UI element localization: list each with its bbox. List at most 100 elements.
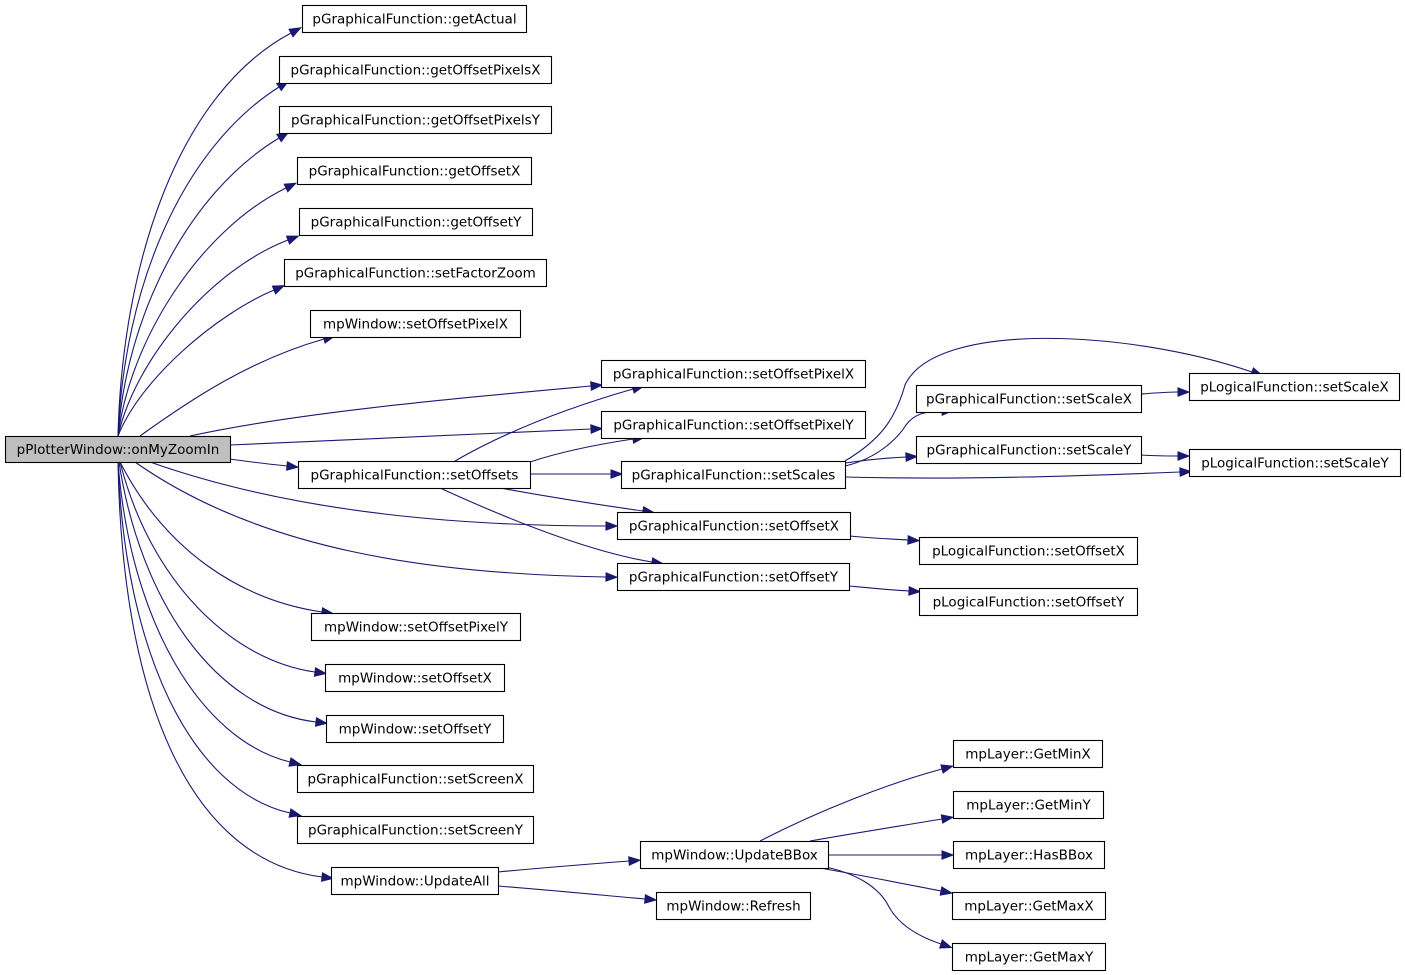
- node-p-graphical-function-set-scales[interactable]: pGraphicalFunction::setScales: [620, 460, 847, 490]
- node-box: [298, 207, 534, 237]
- node-mp-window-update-all[interactable]: mpWindow::UpdateAll: [330, 866, 500, 896]
- node-p-graphical-function-set-factor-zoom[interactable]: pGraphicalFunction::setFactorZoom: [283, 258, 548, 288]
- node-box: [296, 815, 535, 845]
- edge-line: [497, 860, 630, 873]
- arrowhead: [939, 939, 953, 949]
- edge-p-plotter-window-on-my-zoom-in-to-p-graphical-function-get-actual: [117, 27, 302, 437]
- node-p-logical-function-set-scale-y[interactable]: pLogicalFunction::setScaleY: [1188, 448, 1402, 478]
- edge-p-graphical-function-set-scale-x-to-p-logical-function-set-scale-x: [1140, 387, 1191, 397]
- node-mp-layer-get-min-y[interactable]: mpLayer::GetMinY: [952, 790, 1105, 820]
- edge-p-plotter-window-on-my-zoom-in-to-p-graphical-function-get-offset-x: [117, 182, 298, 437]
- node-p-graphical-function-set-offsets[interactable]: pGraphicalFunction::setOffsets: [297, 460, 532, 490]
- node-mp-window-set-offset-pixel-y[interactable]: mpWindow::setOffsetPixelY: [310, 612, 522, 642]
- node-box: [952, 840, 1106, 870]
- node-mp-layer-get-max-x[interactable]: mpLayer::GetMaxX: [951, 891, 1107, 921]
- node-mp-window-set-offset-x[interactable]: mpWindow::setOffsetX: [324, 663, 506, 693]
- edge-line: [499, 487, 644, 512]
- node-mp-layer-get-max-y[interactable]: mpLayer::GetMaxY: [951, 942, 1107, 972]
- edge-line: [844, 337, 1253, 462]
- node-box: [639, 840, 830, 870]
- edge-line: [819, 865, 942, 945]
- node-label: mpWindow::Refresh: [666, 899, 800, 915]
- node-label: pGraphicalFunction::getOffsetPixelsX: [291, 63, 541, 79]
- node-mp-layer-get-min-x[interactable]: mpLayer::GetMinX: [952, 739, 1104, 769]
- edge-p-plotter-window-on-my-zoom-in-to-p-graphical-function-get-offset-pixels-x: [117, 80, 290, 437]
- arrowhead: [605, 521, 619, 531]
- node-label: mpLayer::GetMinX: [965, 747, 1090, 763]
- node-p-graphical-function-set-screen-y[interactable]: pGraphicalFunction::setScreenY: [296, 815, 535, 845]
- node-p-graphical-function-set-screen-x[interactable]: pGraphicalFunction::setScreenX: [296, 764, 535, 794]
- node-p-graphical-function-set-offset-pixel-x[interactable]: pGraphicalFunction::setOffsetPixelX: [600, 359, 867, 389]
- node-mp-layer-has-bbox[interactable]: mpLayer::HasBBox: [952, 840, 1106, 870]
- edge-p-graphical-function-set-scales-to-p-logical-function-set-scale-y: [844, 467, 1193, 479]
- node-p-graphical-function-set-scale-y[interactable]: pGraphicalFunction::setScaleY: [915, 435, 1143, 465]
- edge-line: [117, 461, 291, 814]
- arrowhead: [320, 872, 335, 882]
- edge-p-plotter-window-on-my-zoom-in-to-mp-window-set-offset-y: [118, 461, 329, 727]
- node-box: [324, 663, 506, 693]
- node-box: [296, 156, 533, 186]
- arrowhead: [907, 535, 921, 545]
- node-box: [278, 105, 553, 135]
- arrowhead: [288, 808, 303, 818]
- node-p-graphical-function-get-offset-pixels-y[interactable]: pGraphicalFunction::getOffsetPixelsY: [278, 105, 553, 135]
- node-label: pGraphicalFunction::getOffsetY: [311, 215, 522, 231]
- node-p-logical-function-set-scale-x[interactable]: pLogicalFunction::setScaleX: [1188, 372, 1401, 402]
- node-p-graphical-function-get-offset-pixels-x[interactable]: pGraphicalFunction::getOffsetPixelsX: [278, 55, 553, 85]
- node-box: [330, 866, 500, 896]
- node-p-graphical-function-get-offset-x[interactable]: pGraphicalFunction::getOffsetX: [296, 156, 533, 186]
- node-label: pGraphicalFunction::setOffsetX: [629, 519, 839, 535]
- node-box: [915, 435, 1143, 465]
- node-box: [952, 739, 1104, 769]
- arrowhead: [286, 461, 300, 471]
- node-label: pGraphicalFunction::setFactorZoom: [295, 266, 536, 282]
- node-label: pGraphicalFunction::setOffsetY: [629, 570, 839, 586]
- edge-p-graphical-function-set-scales-to-p-graphical-function-set-scale-y: [844, 452, 919, 464]
- node-p-plotter-window-on-my-zoom-in[interactable]: pPlotterWindow::onMyZoomIn: [4, 435, 232, 464]
- edge-line: [117, 461, 323, 878]
- node-mp-window-refresh[interactable]: mpWindow::Refresh: [655, 891, 812, 921]
- edge-line: [759, 768, 943, 842]
- node-p-graphical-function-set-offset-x[interactable]: pGraphicalFunction::setOffsetX: [616, 511, 852, 541]
- node-box: [620, 460, 847, 490]
- edge-p-graphical-function-set-scale-y-to-p-logical-function-set-scale-y: [1140, 451, 1191, 461]
- node-p-graphical-function-get-actual[interactable]: pGraphicalFunction::getActual: [301, 4, 528, 34]
- node-box: [616, 511, 852, 541]
- node-label: pGraphicalFunction::setOffsetPixelY: [613, 418, 854, 434]
- node-label: pGraphicalFunction::setScreenX: [308, 772, 524, 788]
- edge-p-plotter-window-on-my-zoom-in-to-p-graphical-function-set-offset-y: [134, 461, 619, 582]
- edge-p-plotter-window-on-my-zoom-in-to-p-graphical-function-set-offset-pixel-x: [189, 381, 604, 437]
- node-label: pGraphicalFunction::setOffsetPixelX: [613, 367, 854, 383]
- node-mp-window-set-offset-pixel-x[interactable]: mpWindow::setOffsetPixelX: [309, 309, 522, 339]
- node-p-logical-function-set-offset-y[interactable]: pLogicalFunction::setOffsetY: [918, 587, 1139, 617]
- edge-mp-window-update-all-to-mp-window-update-bbox: [497, 856, 642, 873]
- arrowhead: [941, 850, 955, 860]
- node-box: [4, 435, 232, 464]
- node-mp-window-update-bbox[interactable]: mpWindow::UpdateBBox: [639, 840, 830, 870]
- arrowhead: [285, 235, 300, 245]
- node-p-graphical-function-set-offset-y[interactable]: pGraphicalFunction::setOffsetY: [616, 562, 851, 592]
- node-label: mpWindow::UpdateAll: [341, 874, 490, 890]
- node-p-graphical-function-get-offset-y[interactable]: pGraphicalFunction::getOffsetY: [298, 207, 534, 237]
- node-label: pGraphicalFunction::setOffsets: [311, 468, 519, 484]
- node-label: mpWindow::UpdateBBox: [651, 848, 818, 864]
- edge-line: [849, 535, 909, 541]
- node-label: mpLayer::GetMinY: [966, 798, 1091, 814]
- edge-p-plotter-window-on-my-zoom-in-to-p-graphical-function-set-screen-y: [117, 461, 303, 818]
- edge-mp-window-update-bbox-to-mp-layer-get-max-y: [819, 865, 953, 949]
- node-box: [1188, 372, 1401, 402]
- edge-line: [229, 428, 592, 446]
- node-p-logical-function-set-offset-x[interactable]: pLogicalFunction::setOffsetX: [918, 536, 1139, 566]
- node-p-graphical-function-set-scale-x[interactable]: pGraphicalFunction::setScaleX: [915, 384, 1143, 414]
- arrowhead: [605, 572, 619, 582]
- edge-p-plotter-window-on-my-zoom-in-to-p-graphical-function-set-offset-pixel-y: [229, 424, 604, 446]
- node-p-graphical-function-set-offset-pixel-y[interactable]: pGraphicalFunction::setOffsetPixelY: [600, 410, 867, 440]
- node-box: [915, 384, 1143, 414]
- edge-p-plotter-window-on-my-zoom-in-to-p-graphical-function-get-offset-y: [117, 235, 300, 437]
- edge-line: [149, 461, 607, 527]
- node-box: [1188, 448, 1402, 478]
- edge-line: [1140, 391, 1179, 395]
- arrowhead: [590, 381, 604, 391]
- node-mp-window-set-offset-y[interactable]: mpWindow::setOffsetY: [325, 714, 505, 744]
- arrowhead: [313, 667, 328, 677]
